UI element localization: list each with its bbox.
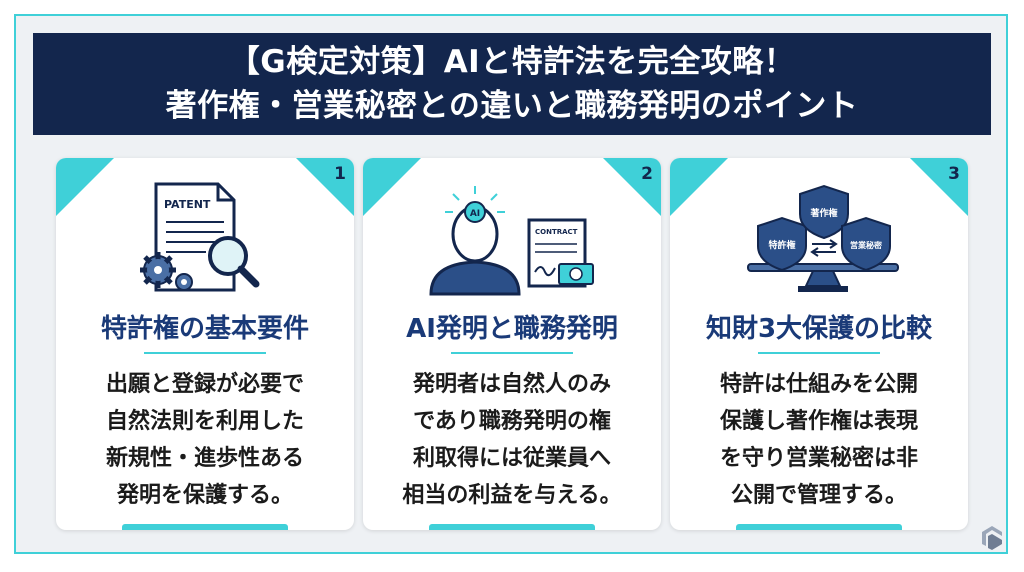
ai-invention-illustration: AI CONTRACT	[429, 186, 594, 296]
title-line-2: 著作権・営業秘密との違いと職務発明のポイント	[165, 88, 859, 124]
card-ai-invention: 2 AI CONTRACT AI発明と職務発明	[363, 158, 661, 530]
card-body: 発明者は自然人のみ であり職務発明の権 利取得には従業員へ 相当の利益を与える。	[363, 366, 661, 514]
body-line: 公開で管理する。	[730, 483, 907, 508]
comparison-illustration: 特許権 著作権 営業秘密	[747, 184, 899, 292]
body-line: であり職務発明の権	[413, 409, 611, 434]
card-bottom-accent	[122, 524, 288, 530]
body-line: 保護し著作権は表現	[719, 409, 918, 434]
title-banner: 【G検定対策】AIと特許法を完全攻略！ 著作権・営業秘密との違いと職務発明のポイ…	[33, 33, 991, 135]
patent-label: PATENT	[164, 198, 211, 211]
corner-accent-right	[296, 158, 354, 216]
shield-label: 営業秘密	[850, 240, 882, 250]
shield-icon: 特許権	[757, 216, 807, 272]
body-line: を守り営業秘密は非	[719, 446, 918, 471]
gear-icon	[140, 252, 193, 291]
card-bottom-accent	[429, 524, 595, 530]
shield-icon: 著作権	[799, 184, 849, 240]
corner-accent-left	[363, 158, 421, 216]
body-line: 相当の利益を与える。	[402, 483, 622, 508]
title-divider	[758, 352, 880, 354]
ai-head-icon: AI	[429, 186, 521, 296]
card-body: 特許は仕組みを公開 保護し著作権は表現 を守り営業秘密は非 公開で管理する。	[670, 366, 968, 514]
card-title: 特許権の基本要件	[100, 314, 309, 344]
shield-label: 特許権	[768, 239, 795, 251]
card-number: 2	[641, 164, 653, 184]
money-icon	[558, 263, 594, 285]
corner-accent-left	[56, 158, 114, 216]
body-line: 出願と登録が必要で	[105, 372, 304, 397]
card-number: 3	[948, 164, 960, 184]
shield-label: 著作権	[810, 207, 837, 219]
body-line: 利取得には従業員へ	[412, 446, 611, 471]
shield-icon: 営業秘密	[841, 216, 891, 272]
contract-label: CONTRACT	[535, 228, 578, 236]
magnifier-icon	[208, 236, 260, 288]
card-bottom-accent	[736, 524, 902, 530]
body-line: 新規性・進歩性ある	[105, 446, 304, 471]
body-line: 発明を保護する。	[116, 483, 293, 508]
title-divider	[451, 352, 573, 354]
patent-illustration: PATENT	[140, 182, 260, 292]
corner-accent-right	[910, 158, 968, 216]
card-title: AI発明と職務発明	[406, 314, 618, 344]
ai-badge-label: AI	[470, 209, 480, 219]
title-line-1: 【G検定対策】AIと特許法を完全攻略！	[228, 44, 796, 80]
card-ip-comparison: 3 特許権 著作権 営業秘密 知財3大保護の比較 特許は仕組みを公開 保護し著作…	[670, 158, 968, 530]
body-line: 自然法則を利用した	[105, 409, 304, 434]
body-line: 発明者は自然人のみ	[412, 372, 611, 397]
card-patent-requirements: 1 PATENT	[56, 158, 354, 530]
corner-accent-right	[603, 158, 661, 216]
brand-logo-icon	[982, 526, 1002, 550]
body-line: 特許は仕組みを公開	[719, 372, 918, 397]
corner-accent-left	[670, 158, 728, 216]
card-title: 知財3大保護の比較	[705, 314, 933, 344]
title-divider	[144, 352, 266, 354]
card-body: 出願と登録が必要で 自然法則を利用した 新規性・進歩性ある 発明を保護する。	[56, 366, 354, 514]
card-number: 1	[334, 164, 346, 184]
